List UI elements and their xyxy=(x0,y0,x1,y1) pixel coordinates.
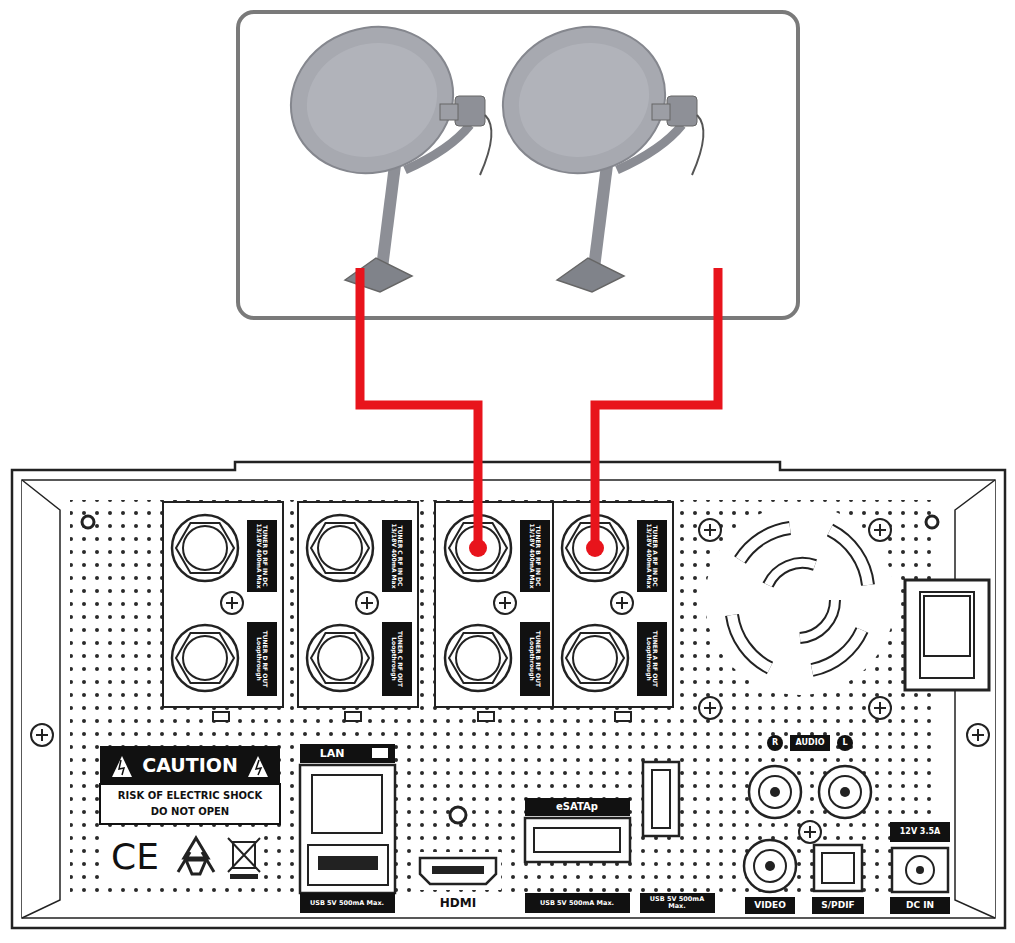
port-label: AUDIO xyxy=(796,739,825,747)
port-label: 12V 3.5A xyxy=(900,828,940,836)
port-label: HDMI xyxy=(440,897,476,910)
port-label: USB 5V 500mA Max. xyxy=(529,900,625,907)
port-label: TUNER A RF OUT Loopthrough xyxy=(646,624,659,694)
port-label: USB 5V 500mA Max. xyxy=(642,896,712,910)
warning-text: RISK OF ELECTRIC SHOCK xyxy=(118,791,262,802)
port-label: TUNER B RF IN DC 13/18V 400mA Max xyxy=(529,522,542,590)
port-label: TUNER D RF OUT Loopthrough xyxy=(256,624,269,694)
port-label: TUNER B RF OUT Loopthrough xyxy=(529,624,542,694)
port-label: L xyxy=(842,739,847,747)
port-label: VIDEO xyxy=(754,901,786,910)
port-label: TUNER C RF IN DC 13/18V 400mA Max xyxy=(391,522,404,590)
port-label: DC IN xyxy=(906,901,934,910)
port-label: eSATAp xyxy=(556,802,598,813)
port-label: TUNER C RF OUT Loopthrough xyxy=(391,624,404,694)
warning-title: CAUTION xyxy=(142,756,238,776)
port-label: R xyxy=(772,739,778,747)
port-label: S/PDIF xyxy=(821,901,854,910)
warning-text: DO NOT OPEN xyxy=(151,807,230,818)
port-label: LAN xyxy=(320,748,345,760)
ce-mark: CE xyxy=(111,838,159,876)
port-label: USB 5V 500mA Max. xyxy=(304,900,390,907)
port-label: TUNER A RF IN DC 13/18V 400mA Max xyxy=(646,522,659,590)
port-label: TUNER D RF IN DC 13/18V 400mA Max xyxy=(256,522,269,590)
